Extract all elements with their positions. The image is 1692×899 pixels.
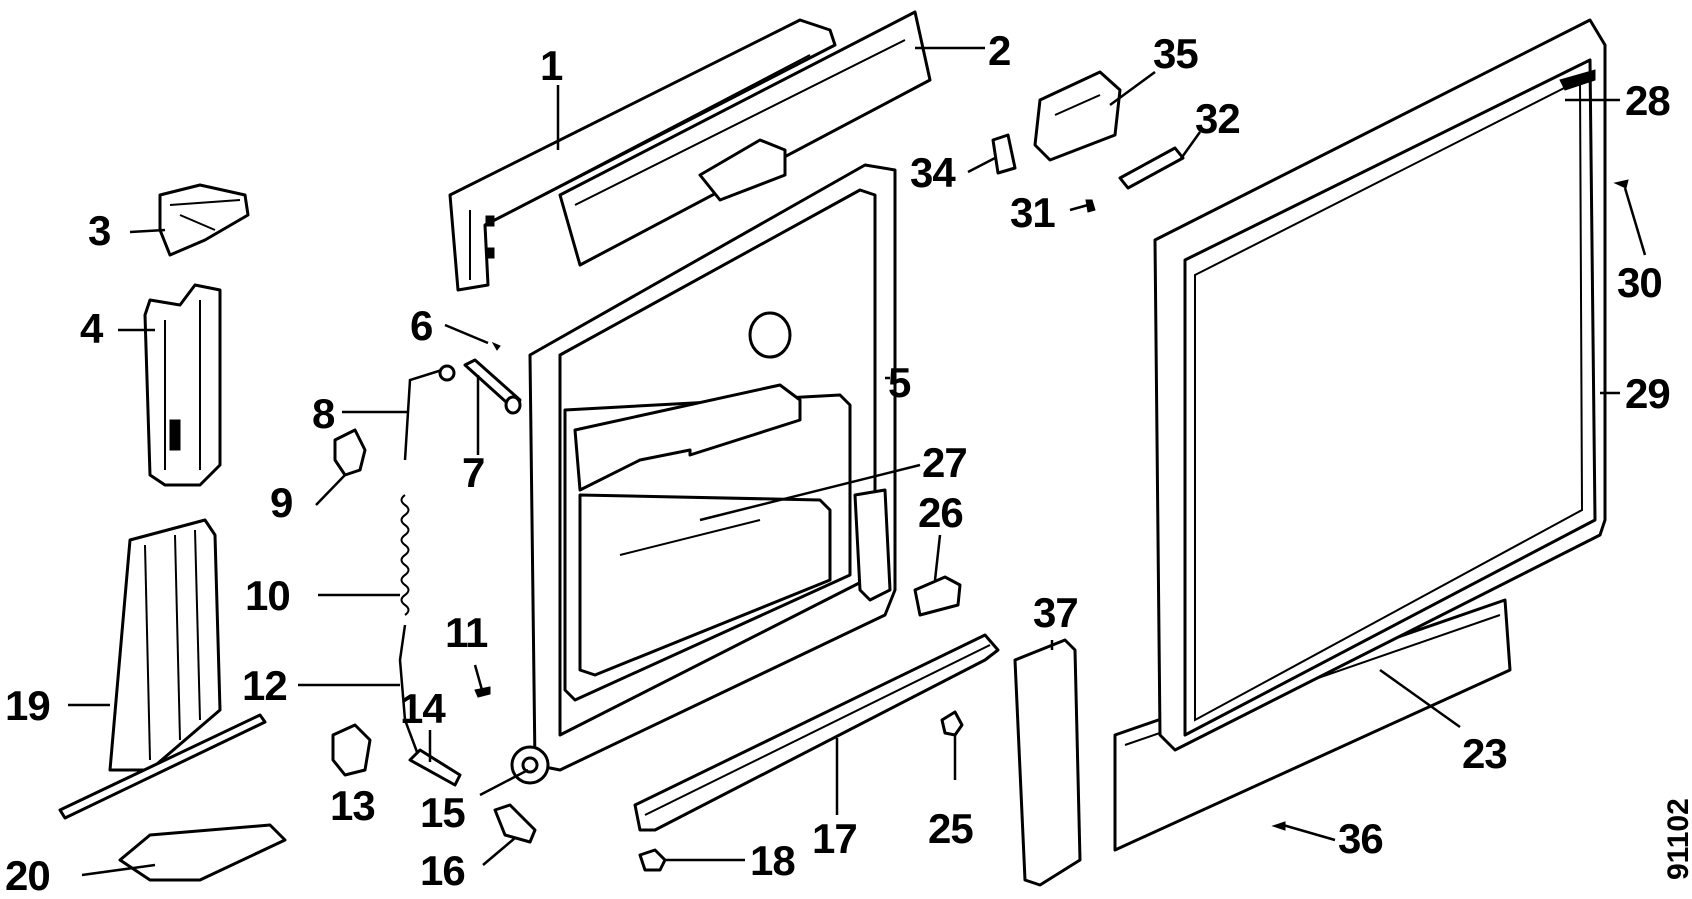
hinge-bracket-part	[158, 183, 250, 257]
small-clip-part	[940, 710, 964, 737]
catch-part	[913, 575, 962, 617]
drawing-code: 91102	[1662, 798, 1692, 880]
hinge-arm-part	[143, 283, 222, 487]
inner-door-frame-part	[528, 163, 897, 772]
callout-36: 36	[1338, 815, 1384, 862]
callout-32: 32	[1195, 95, 1241, 142]
end-cap-part	[638, 848, 667, 872]
control-panel-part	[448, 10, 932, 292]
strip-part	[1118, 146, 1185, 190]
clip-part	[331, 723, 372, 777]
lower-bracket-part	[493, 803, 537, 844]
hinge-hub-part	[510, 745, 550, 785]
callout-20: 20	[5, 852, 51, 899]
callout-37: 37	[1033, 589, 1079, 636]
callout-15: 15	[420, 789, 466, 836]
callout-30: 30	[1617, 259, 1663, 306]
callout-6: 6	[410, 302, 433, 349]
base-plate-part	[58, 518, 267, 820]
callout-7: 7	[462, 449, 485, 496]
callout-27: 27	[922, 439, 968, 486]
callout-23: 23	[1462, 730, 1508, 777]
callout-5: 5	[888, 359, 911, 406]
small-screw-part	[474, 686, 491, 698]
callout-25: 25	[928, 805, 974, 852]
callout-18: 18	[750, 837, 796, 884]
callout-14: 14	[400, 685, 446, 732]
callout-3: 3	[88, 207, 111, 254]
callout-8: 8	[312, 390, 335, 437]
pin-part	[1085, 199, 1096, 213]
door-screw-part	[1613, 179, 1629, 189]
foot-part	[118, 823, 287, 882]
callout-13: 13	[330, 782, 376, 829]
screw-part	[491, 341, 501, 351]
outer-door-panel-part	[1153, 18, 1607, 752]
callout-11: 11	[445, 609, 488, 656]
callout-2: 2	[988, 27, 1011, 74]
callout-28: 28	[1625, 77, 1671, 124]
spring-cable-part	[398, 364, 456, 761]
callout-17: 17	[812, 815, 858, 862]
bottom-rail-part	[633, 633, 1000, 832]
callout-19: 19	[5, 682, 51, 729]
callout-35: 35	[1153, 30, 1199, 77]
latch-part	[991, 133, 1017, 175]
cover-part	[1013, 638, 1082, 887]
pulley-part	[333, 428, 367, 477]
callout-12: 12	[242, 662, 288, 709]
hinge-pin-part	[463, 358, 522, 415]
callout-29: 29	[1625, 370, 1671, 417]
callout-34: 34	[910, 149, 956, 196]
lock-assembly-part	[1033, 70, 1122, 162]
callout-10: 10	[245, 572, 291, 619]
callout-16: 16	[420, 847, 466, 894]
pivot-part	[408, 748, 462, 787]
callout-4: 4	[80, 305, 103, 352]
callout-1: 1	[540, 42, 563, 89]
callout-26: 26	[918, 489, 964, 536]
leader-lines	[68, 46, 1647, 877]
callout-31: 31	[1010, 189, 1056, 236]
callout-9: 9	[270, 479, 293, 526]
